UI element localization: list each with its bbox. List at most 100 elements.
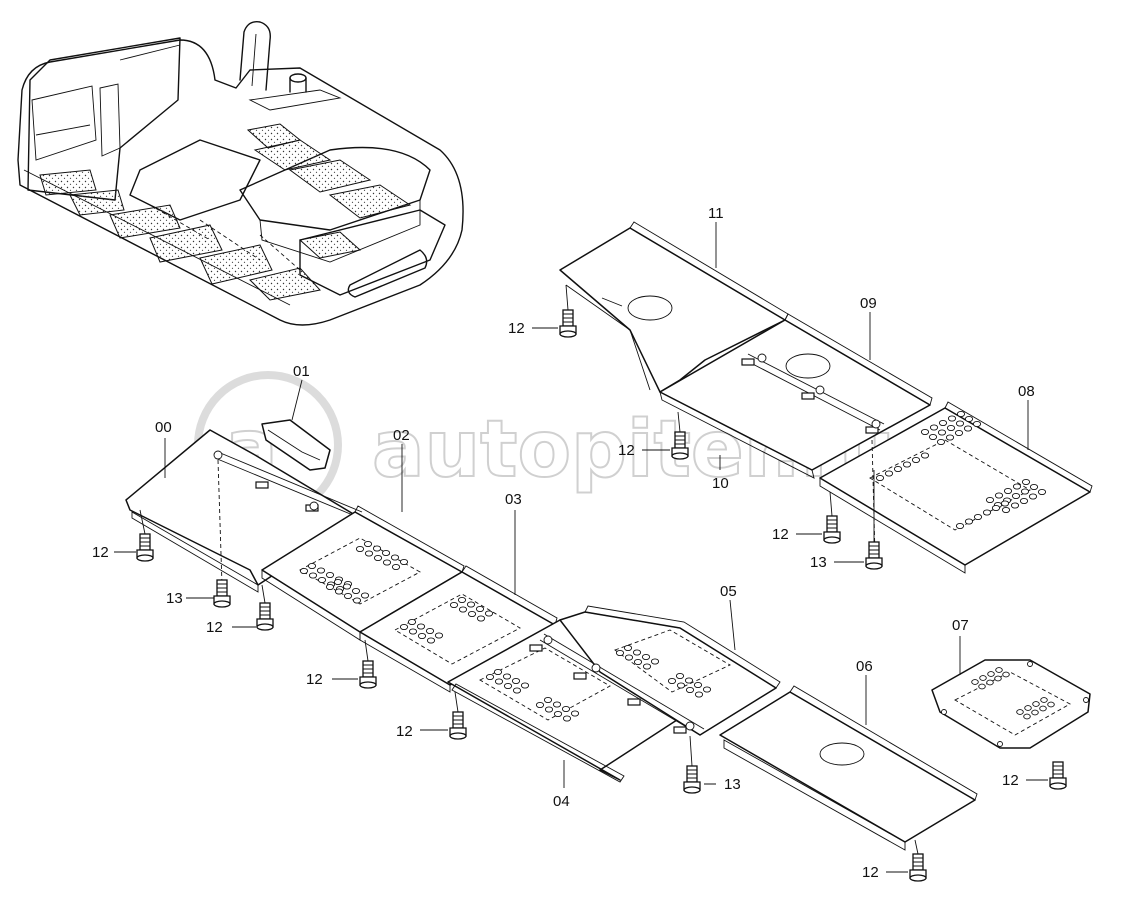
perforation-hole [893,465,903,473]
label-13: 13 [166,590,183,607]
leader-lines [114,222,1048,873]
perforation-hole [511,677,521,685]
perforation-hole [685,686,695,694]
perforation-hole [623,644,633,652]
perforation-hole [978,683,986,690]
perforation-hole [1031,709,1039,716]
label-02: 02 [393,427,410,444]
perforation-hole [458,606,468,613]
perforation-hole [426,637,436,644]
label-11: 11 [708,205,724,222]
bolt-12 [823,515,841,544]
perforation-hole [372,545,382,552]
perforation-hole [982,509,992,516]
perforation-hole [325,583,335,591]
perforation-hole [911,456,921,464]
perforation-hole [624,654,634,661]
bolt-12 [359,660,377,689]
perforation-hole [987,671,995,677]
perforation-hole [991,504,1001,512]
perforation-hole [920,452,930,459]
perforation-hole [1000,500,1010,507]
perforation-hole [408,628,418,635]
perforation-hole [360,592,370,599]
perforation-hole [1012,483,1022,490]
perforation-hole [334,588,344,595]
perforation-hole [381,549,391,557]
perforation-hole [667,677,677,685]
plate-09-access-hole [785,353,831,379]
label-13: 13 [724,776,741,793]
perforation-hole [684,677,694,684]
perforation-hole [954,429,964,437]
perforation-hole [994,675,1002,682]
perforation-hole [1039,705,1047,712]
perforation-hole [416,623,426,630]
perforation-hole [484,610,494,617]
lower-plate-assembly [125,419,978,851]
label-09: 09 [860,295,877,312]
perforation-hole [641,653,651,661]
perforation-hole [391,563,401,571]
bolt-12 [1049,761,1067,790]
perforation-hole [964,415,974,423]
perforation-hole [1047,701,1055,708]
perforation-hole [963,425,973,432]
plate-06-access-hole [819,742,865,766]
perforation-hole [512,687,522,694]
bolt-12 [449,711,467,740]
label-13: 13 [810,554,827,571]
perforation-hole [317,576,327,584]
perforation-hole [1011,492,1021,500]
perforation-hole [333,578,343,586]
perforation-hole [364,550,374,557]
perforation-hole [343,592,353,600]
perforation-hole [946,424,956,432]
label-00: 00 [155,419,172,436]
perforation-hole [485,673,495,681]
label-12: 12 [508,320,525,337]
perforation-hole [985,496,995,504]
label-12: 12 [396,723,413,740]
perforation-hole [502,673,512,680]
perforation-hole [399,623,409,631]
perforation-hole [971,679,979,685]
label-12: 12 [1002,772,1019,789]
perforation-hole [570,710,580,717]
perforation-hole [633,658,643,666]
perforation-hole [945,434,955,441]
perforation-hole [562,715,572,722]
label-07: 07 [952,617,969,634]
perforation-hole [351,587,361,595]
bolt-12 [559,309,577,338]
perforation-hole [675,672,685,680]
perforation-hole [520,682,530,689]
perforation-hole [316,567,326,574]
label-10: 10 [712,475,729,492]
perforation-hole [972,420,982,428]
perforation-hole [1003,487,1013,495]
perforation-hole [503,682,513,690]
label-12: 12 [618,442,635,459]
perforation-hole [363,540,373,548]
perforation-hole [1032,701,1040,707]
perforation-hole [694,691,704,698]
label-06: 06 [856,658,873,675]
label-01: 01 [293,363,310,380]
perforation-hole [1001,506,1011,514]
part-labels: 00 01 02 03 04 05 06 07 08 09 10 11 12 1… [92,205,1035,881]
label-12: 12 [206,619,223,636]
perforation-hole [1024,705,1032,711]
perforation-hole [325,571,335,579]
perforation-hole [875,474,885,482]
perforation-hole [929,424,939,431]
perforation-hole [407,618,417,626]
perforation-hole [642,663,652,670]
label-05: 05 [720,583,737,600]
label-12: 12 [306,671,323,688]
perforation-hole [552,701,562,708]
bolt-12 [136,533,154,562]
perforation-hole [956,410,966,418]
perforation-hole [1021,478,1031,486]
perforation-hole [352,597,362,604]
